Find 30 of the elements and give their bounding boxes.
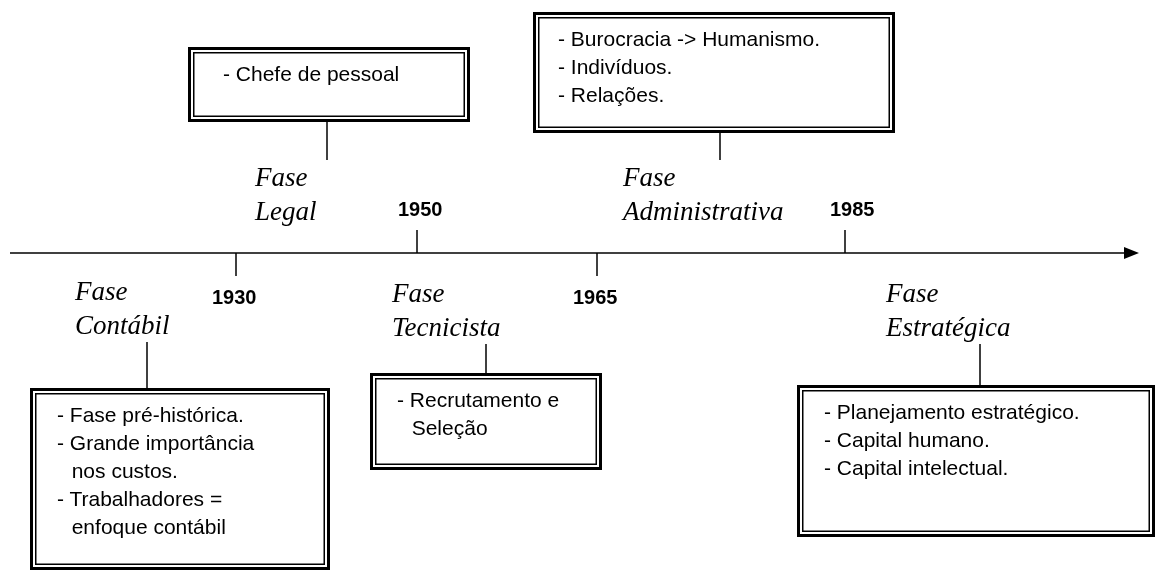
note-box xyxy=(797,385,1155,537)
bullet-text: - Capital humano. xyxy=(824,427,991,453)
connector-line xyxy=(979,343,981,386)
phase-label: Fase Estratégica xyxy=(886,276,1011,344)
year-label: 1965 xyxy=(573,286,618,309)
bullet-text: - Recrutamento e Seleção xyxy=(397,387,561,441)
bullet-text: - Trabalhadores = enfoque contábil xyxy=(57,486,227,540)
bullet-text: - Capital intelectual. xyxy=(824,455,1010,481)
bullet-text: - Grande importância nos custos. xyxy=(57,430,256,484)
phase-label: Fase Administrativa xyxy=(623,160,784,228)
connector-line xyxy=(485,343,487,374)
bullet-text: - Relações. xyxy=(558,82,666,108)
phase-label: Fase Legal xyxy=(255,160,335,228)
year-label: 1985 xyxy=(830,198,875,221)
year-label: 1950 xyxy=(398,198,443,221)
note-box xyxy=(188,47,470,122)
note-box xyxy=(30,388,330,570)
phase-label: Fase Contábil xyxy=(75,274,170,342)
connector-line xyxy=(719,132,721,161)
bullet-text: - Indivíduos. xyxy=(558,54,674,80)
connector-line xyxy=(326,121,328,161)
bullet-text: - Chefe de pessoal xyxy=(223,61,401,87)
year-label: 1930 xyxy=(212,286,257,309)
bullet-text: - Fase pré-histórica. xyxy=(57,402,245,428)
bullet-text: - Burocracia -> Humanismo. xyxy=(558,26,821,52)
connector-line xyxy=(146,341,148,389)
bullet-text: - Planejamento estratégico. xyxy=(824,399,1081,425)
note-box xyxy=(370,373,602,470)
phase-label: Fase Tecnicista xyxy=(392,276,501,344)
note-box xyxy=(533,12,895,133)
